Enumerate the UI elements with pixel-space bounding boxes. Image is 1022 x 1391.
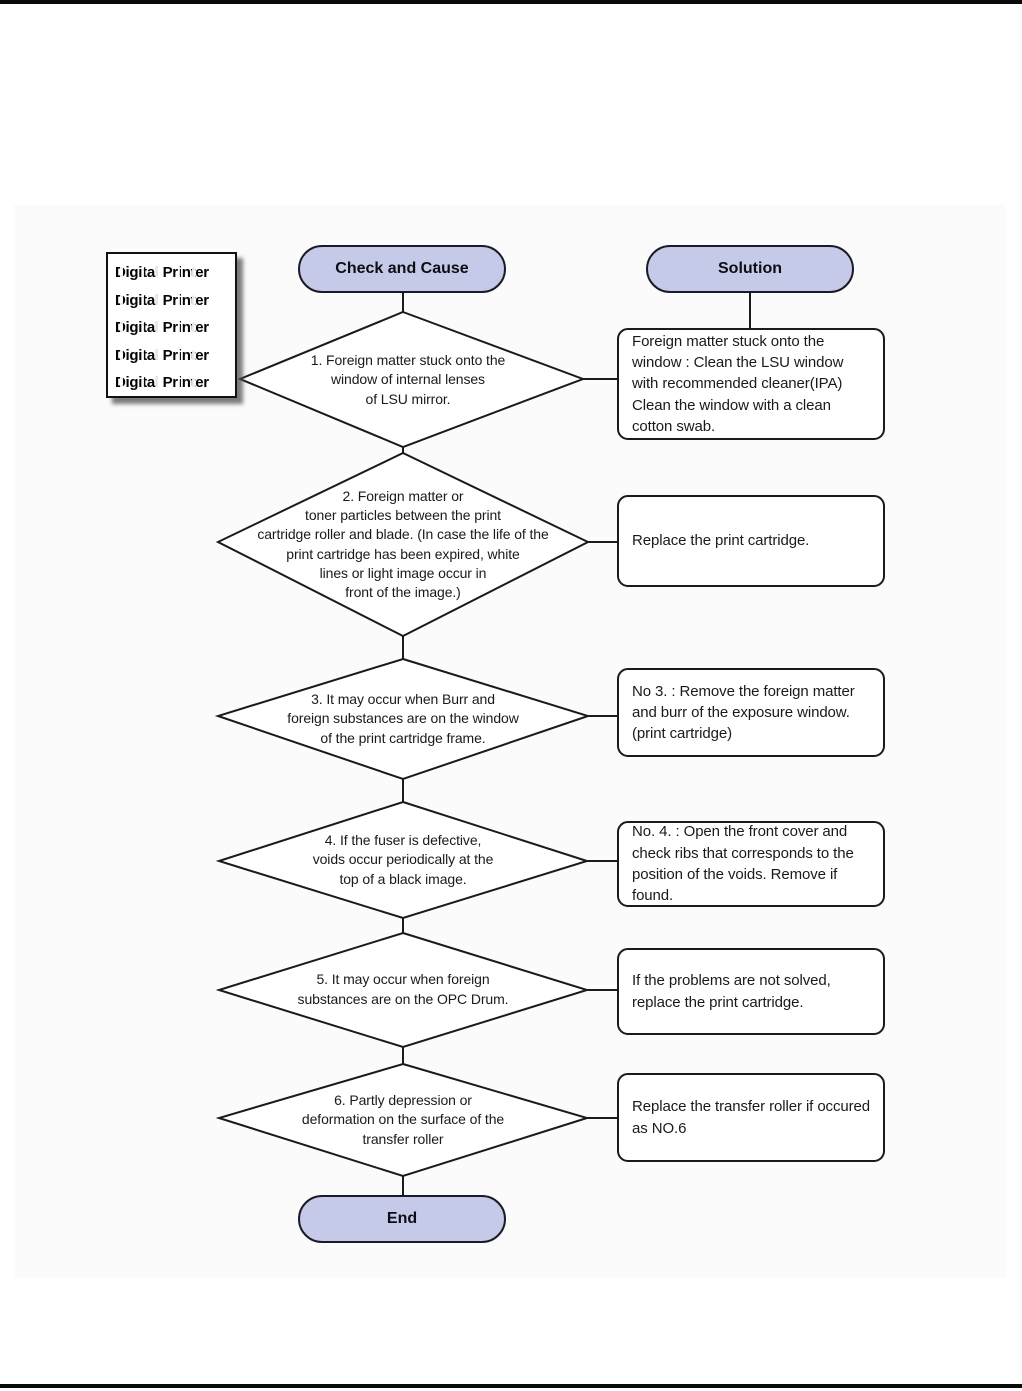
diamond-check-4 xyxy=(215,800,591,920)
solution-box-2: Replace the print cartridge. xyxy=(617,495,885,587)
sample-text-line: Digital Printer xyxy=(115,319,209,336)
check-and-cause-header: Check and Cause xyxy=(298,245,506,293)
check-2-text: 2. Foreign matter or toner particles bet… xyxy=(257,488,549,600)
solution-4-text: No. 4. : Open the front cover and check … xyxy=(632,823,854,905)
diamond-check-2 xyxy=(215,451,591,638)
page-bottom-rule xyxy=(0,1384,1022,1388)
diamond-check-3 xyxy=(214,657,592,781)
solution-6-text: Replace the transfer roller if occured a… xyxy=(632,1098,870,1137)
solution-1-text: Foreign matter stuck onto the window : C… xyxy=(632,332,844,435)
check-1-text: 1. Foreign matter stuck onto the window … xyxy=(310,351,506,407)
check-6-text: 6. Partly depression or deformation on t… xyxy=(301,1091,505,1147)
solution-box-5: If the problems are not solved, replace … xyxy=(617,948,885,1035)
diamond-check-1 xyxy=(237,310,586,449)
solution-label: Solution xyxy=(718,260,782,277)
end-terminator: End xyxy=(298,1195,506,1243)
solution-box-4: No. 4. : Open the front cover and check … xyxy=(617,821,885,907)
sample-text-line: Digital Printer xyxy=(115,374,209,391)
solution-header: Solution xyxy=(646,245,854,293)
solution-2-text: Replace the print cartridge. xyxy=(632,532,810,550)
check-5-text: 5. It may occur when foreign substances … xyxy=(297,971,509,1007)
check-3-text: 3. It may occur when Burr and foreign su… xyxy=(287,690,519,746)
print-sample-lines: Digital Printer Digital Printer Digital … xyxy=(115,259,232,393)
page-top-rule xyxy=(0,0,1022,4)
sample-text-line: Digital Printer xyxy=(115,346,209,364)
end-label: End xyxy=(386,1210,418,1227)
solution-5-text: If the problems are not solved, replace … xyxy=(632,972,831,1011)
solution-box-1: Foreign matter stuck onto the window : C… xyxy=(617,328,885,440)
check-and-cause-label: Check and Cause xyxy=(335,260,469,277)
sample-text-line: Digital Printer xyxy=(115,264,209,281)
check-4-text: 4. If the fuser is defective, voids occu… xyxy=(312,831,494,887)
sample-text-line: Digital Printer xyxy=(115,291,209,309)
diamond-check-6 xyxy=(215,1062,591,1178)
diamond-check-5 xyxy=(215,931,591,1049)
print-sample-box: Digital Printer Digital Printer Digital … xyxy=(106,252,237,398)
solution-3-text: No 3. : Remove the foreign matter and bu… xyxy=(632,682,855,743)
solution-box-6: Replace the transfer roller if occured a… xyxy=(617,1073,885,1162)
solution-box-3: No 3. : Remove the foreign matter and bu… xyxy=(617,668,885,757)
